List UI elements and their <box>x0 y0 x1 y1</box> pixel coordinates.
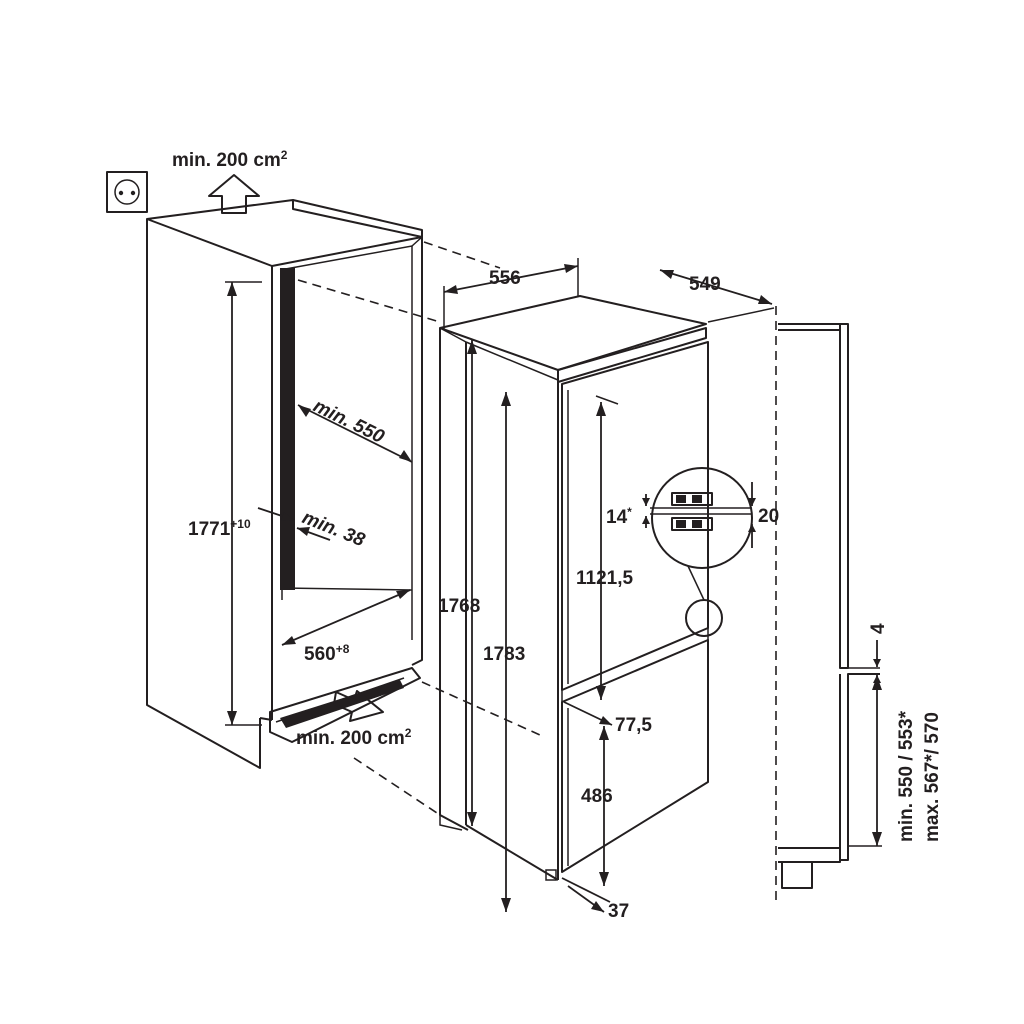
dim-appliance-depth <box>659 269 775 323</box>
dim-gap-min <box>257 507 331 541</box>
hinge-right-label: 20 <box>758 506 779 527</box>
dim-depth-min <box>297 404 413 463</box>
vent-top-label: min. 200 cm2 <box>172 148 288 171</box>
dim-appliance-width <box>443 258 579 330</box>
hinge-detail <box>650 467 753 601</box>
depth-min-label: min. 550 <box>310 396 388 448</box>
height-1783-label: 1783 <box>483 644 525 665</box>
door-width-min-label: min. 550 / 553* <box>896 710 917 842</box>
appliance-width-label: 556 <box>489 268 521 289</box>
dim-hinge-left <box>642 494 650 528</box>
dim-fridge-height <box>595 395 619 700</box>
gap-min-label: min. 38 <box>299 507 368 551</box>
connection-lines <box>297 241 541 816</box>
furniture-door-profile <box>775 306 880 904</box>
appliance-depth-label: 549 <box>689 274 721 295</box>
dim-1768 <box>467 340 477 826</box>
hinge-left-label: 14* <box>606 505 632 528</box>
plinth-label: 37 <box>608 901 629 922</box>
ventilation-strip <box>280 268 295 590</box>
dim-door-gap <box>563 701 613 726</box>
dim-hinge-right <box>748 482 756 548</box>
airflow-up-arrow-icon <box>208 174 260 214</box>
door-gap-4-label: 4 <box>868 623 889 634</box>
vent-bottom-label: min. 200 cm2 <box>296 726 412 749</box>
dim-freezer-height <box>599 726 609 886</box>
niche-height-label: 1771+10 <box>188 517 251 540</box>
airflow-in-arrow-icon <box>333 690 384 722</box>
height-1768-label: 1768 <box>438 596 480 617</box>
hinge-detail-small-circle <box>685 599 723 637</box>
niche-width-label: 560+8 <box>304 642 350 665</box>
freezer-height-label: 486 <box>581 786 613 807</box>
dim-niche-width <box>281 589 411 646</box>
dim-1783 <box>501 392 511 912</box>
power-socket-icon <box>106 171 148 213</box>
dim-door-width <box>848 676 882 847</box>
fridge-height-label: 1121,5 <box>576 568 633 589</box>
dim-plinth <box>561 877 611 913</box>
bottom-vent-grille <box>280 680 404 728</box>
appliance-body <box>439 295 709 881</box>
door-width-max-label: max. 567*/ 570 <box>922 712 943 842</box>
door-gap-label: 77,5 <box>615 715 652 736</box>
dim-niche-height <box>225 281 262 726</box>
